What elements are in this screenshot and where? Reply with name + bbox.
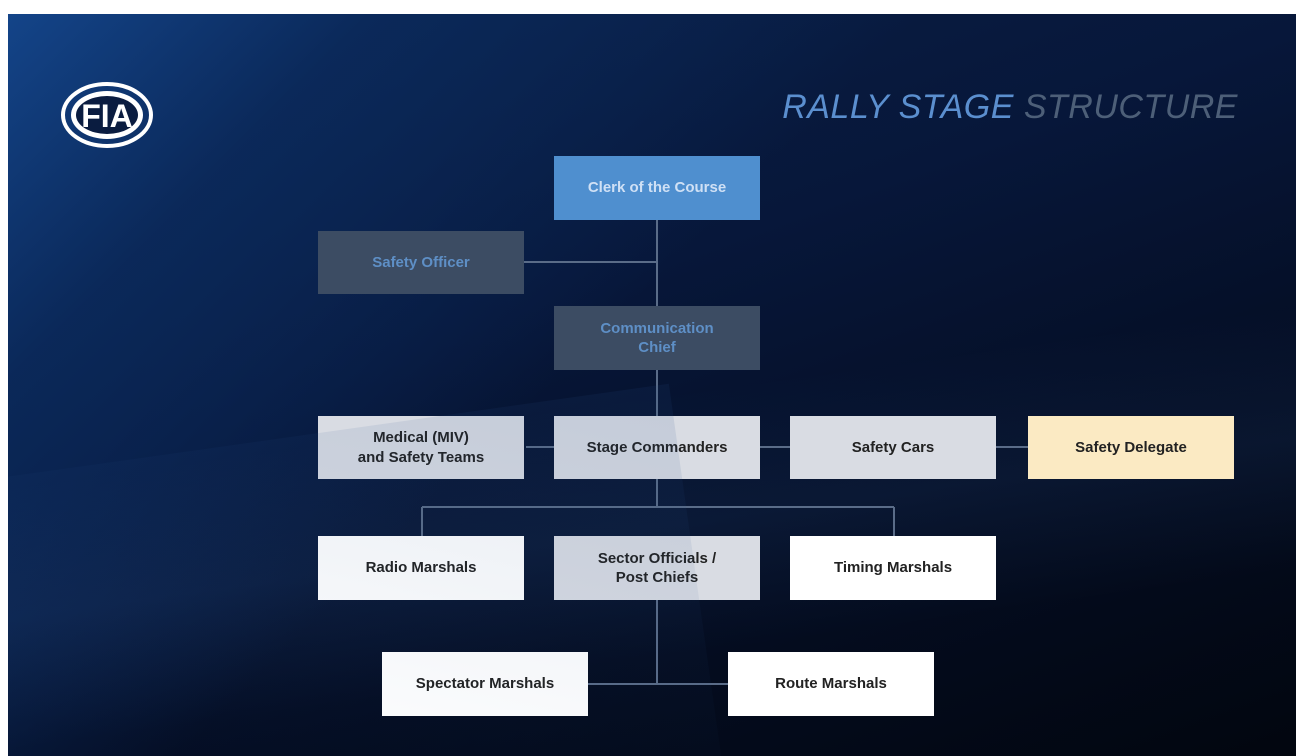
title-secondary: STRUCTURE	[1023, 88, 1238, 126]
node-spectator-marshals-label: Spectator Marshals	[415, 675, 555, 693]
node-sector-officials-line1: Sector Officials /	[597, 549, 717, 567]
node-safety-delegate-label: Safety Delegate	[1075, 438, 1187, 456]
node-medical-line1: Medical (MIV)	[373, 429, 469, 446]
node-radio-marshals-label: Radio Marshals	[365, 559, 477, 577]
node-sector-officials: Sector Officials / Post Chiefs	[554, 536, 760, 600]
slide-title: RALLY STAGE STRUCTURE	[782, 88, 1238, 127]
node-spectator-marshals: Spectator Marshals	[382, 652, 588, 716]
node-safety-officer-label: Safety Officer	[372, 253, 470, 271]
node-safety-cars: Safety Cars	[790, 416, 996, 479]
node-sector-officials-line2: Post Chiefs	[615, 569, 699, 586]
node-communication-chief: Communication Chief	[554, 306, 760, 370]
node-route-marshals: Route Marshals	[728, 652, 934, 716]
svg-text:FIA: FIA	[81, 98, 133, 134]
node-route-marshals-label: Route Marshals	[775, 675, 887, 693]
node-timing-marshals-label: Timing Marshals	[833, 559, 953, 577]
node-medical-and-safety-teams: Medical (MIV) and Safety Teams	[318, 416, 524, 479]
slide-background: FIA RALLY STAGE STRUCTURE Clerk of the C…	[8, 14, 1296, 756]
node-timing-marshals: Timing Marshals	[790, 536, 996, 600]
connector-lines	[421, 220, 1028, 685]
title-primary: RALLY STAGE	[782, 88, 1014, 126]
node-medical-line2: and Safety Teams	[357, 448, 485, 466]
fia-logo: FIA	[60, 80, 154, 150]
node-safety-officer: Safety Officer	[318, 231, 524, 294]
fia-logo-mark: FIA	[61, 82, 153, 148]
node-communication-chief-line2: Chief	[638, 339, 676, 356]
node-stage-commanders-label: Stage Commanders	[586, 438, 728, 456]
node-communication-chief-line1: Communication	[600, 319, 714, 337]
node-safety-cars-label: Safety Cars	[851, 438, 935, 456]
node-safety-delegate: Safety Delegate	[1028, 416, 1234, 479]
node-clerk-label: Clerk of the Course	[587, 179, 727, 197]
node-clerk-of-the-course: Clerk of the Course	[554, 156, 760, 220]
node-radio-marshals: Radio Marshals	[318, 536, 524, 600]
node-stage-commanders: Stage Commanders	[554, 416, 760, 479]
